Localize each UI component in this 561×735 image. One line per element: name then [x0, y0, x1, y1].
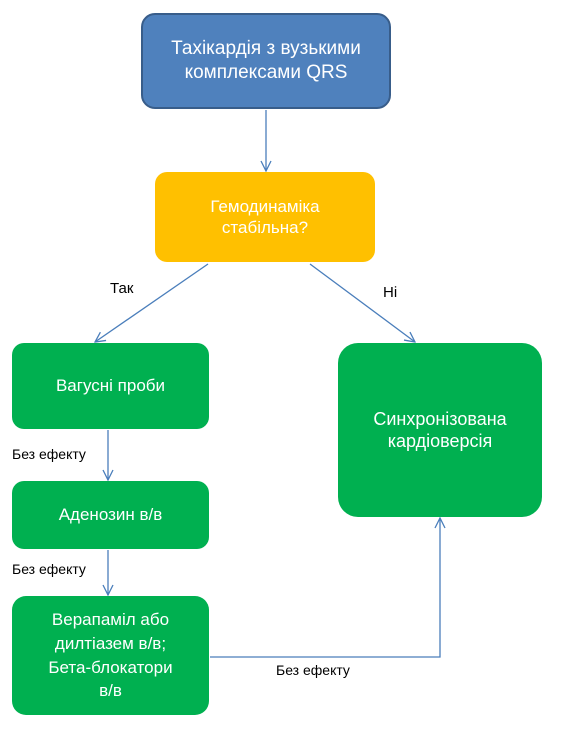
action-node-verapamil-diltiazem-beta-blockers: Верапаміл або дилтіазем в/в; Бета-блокат…: [12, 596, 209, 715]
edge-label-no: Ні: [383, 284, 398, 301]
action-node-adenosine: Аденозин в/в: [12, 481, 209, 549]
edge-label-no-effect-adenosine: Без ефекту: [12, 561, 86, 577]
edge-label-yes: Так: [110, 280, 134, 297]
action-node-vagal-maneuvers: Вагусні проби: [12, 343, 209, 429]
vagal-node-text: Вагусні проби: [55, 376, 166, 396]
arrow-verapamil-to-cardioversion: [210, 518, 440, 658]
adenosine-node-text: Аденозин в/в: [58, 505, 163, 525]
edge-label-no-effect-verapamil: Без ефекту: [276, 662, 350, 678]
arrow-no-branch: [309, 263, 415, 342]
cardioversion-node-text: Синхронізована кардіоверсія: [373, 408, 507, 452]
action-node-synchronized-cardioversion: Синхронізована кардіоверсія: [338, 343, 542, 517]
edge-label-no-effect-vagal: Без ефекту: [12, 446, 86, 462]
decision-node-text: Гемодинаміка стабільна?: [210, 196, 320, 237]
verapamil-node-text: Верапаміл або дилтіазем в/в; Бета-блокат…: [48, 609, 173, 701]
arrow-yes-branch: [95, 263, 209, 342]
decision-node-hemodynamics-stable: Гемодинаміка стабільна?: [155, 172, 375, 262]
start-node-text: Тахікардія з вузькими комплексами QRS: [171, 38, 361, 83]
start-node-narrow-qrs-tachycardia: Тахікардія з вузькими комплексами QRS: [141, 13, 391, 109]
